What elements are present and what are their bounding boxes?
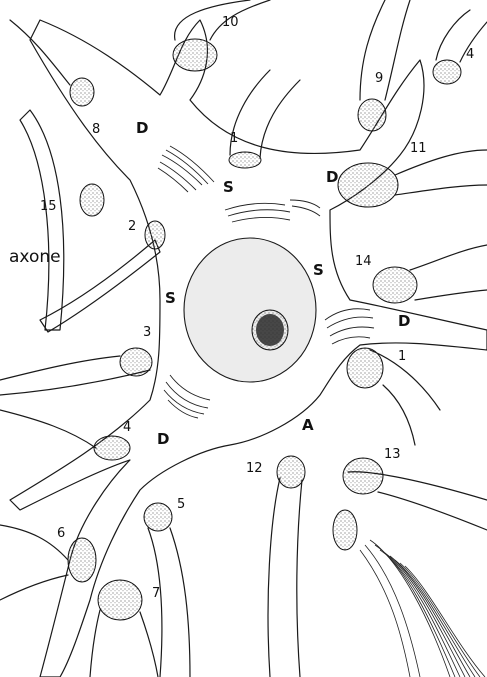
bouton-12 [277, 456, 305, 488]
bouton-13 [343, 458, 383, 494]
label-A: A [302, 416, 314, 434]
label-5: 5 [177, 497, 185, 512]
label-10: 10 [222, 15, 239, 30]
golgi-stack-lower-right [325, 309, 374, 344]
axon-fiber [20, 110, 64, 330]
golgi-stack-lower-left [164, 375, 210, 418]
bouton-14 [373, 267, 417, 303]
bouton-1a [229, 152, 261, 168]
bouton-5 [144, 503, 172, 531]
label-4-left: 4 [123, 420, 131, 435]
label-axone: axone [9, 247, 61, 267]
label-14: 14 [355, 254, 372, 269]
label-1-right: 1 [398, 349, 406, 364]
label-D-upper-right: D [326, 168, 338, 186]
label-8: 8 [92, 122, 100, 137]
label-6: 6 [57, 526, 65, 541]
label-4-top: 4 [466, 47, 474, 62]
bouton-6 [68, 538, 96, 582]
label-13: 13 [384, 447, 401, 462]
golgi-stack-right [225, 200, 320, 222]
bouton-2 [145, 221, 165, 249]
bouton-7 [98, 580, 142, 620]
label-12: 12 [246, 461, 263, 476]
label-1-top: 1 [230, 131, 238, 146]
bouton-15 [80, 184, 104, 216]
bouton-9 [358, 99, 386, 131]
golgi-stack-upper [158, 146, 214, 192]
label-S-top: S [223, 178, 234, 196]
myelinated-axon [360, 540, 485, 677]
label-S-left: S [165, 289, 176, 307]
label-S-right: S [313, 261, 324, 279]
bouton-3 [120, 348, 152, 376]
label-9: 9 [375, 71, 383, 86]
label-11: 11 [410, 141, 427, 156]
bouton-4b [94, 436, 130, 460]
bouton-4a [433, 60, 461, 84]
label-D-lower-left: D [157, 430, 169, 448]
bouton-axon [333, 510, 357, 550]
label-7: 7 [152, 586, 160, 601]
bouton-1b [347, 348, 383, 388]
label-3: 3 [143, 325, 151, 340]
label-2: 2 [128, 219, 136, 234]
bouton-8 [70, 78, 94, 106]
nucleolus-core [256, 314, 284, 346]
label-D-upper-left: D [136, 119, 148, 137]
label-D-right: D [398, 312, 410, 330]
bouton-11 [338, 163, 398, 207]
label-15: 15 [40, 199, 57, 214]
nucleus [184, 238, 316, 382]
bouton-10 [173, 39, 217, 71]
